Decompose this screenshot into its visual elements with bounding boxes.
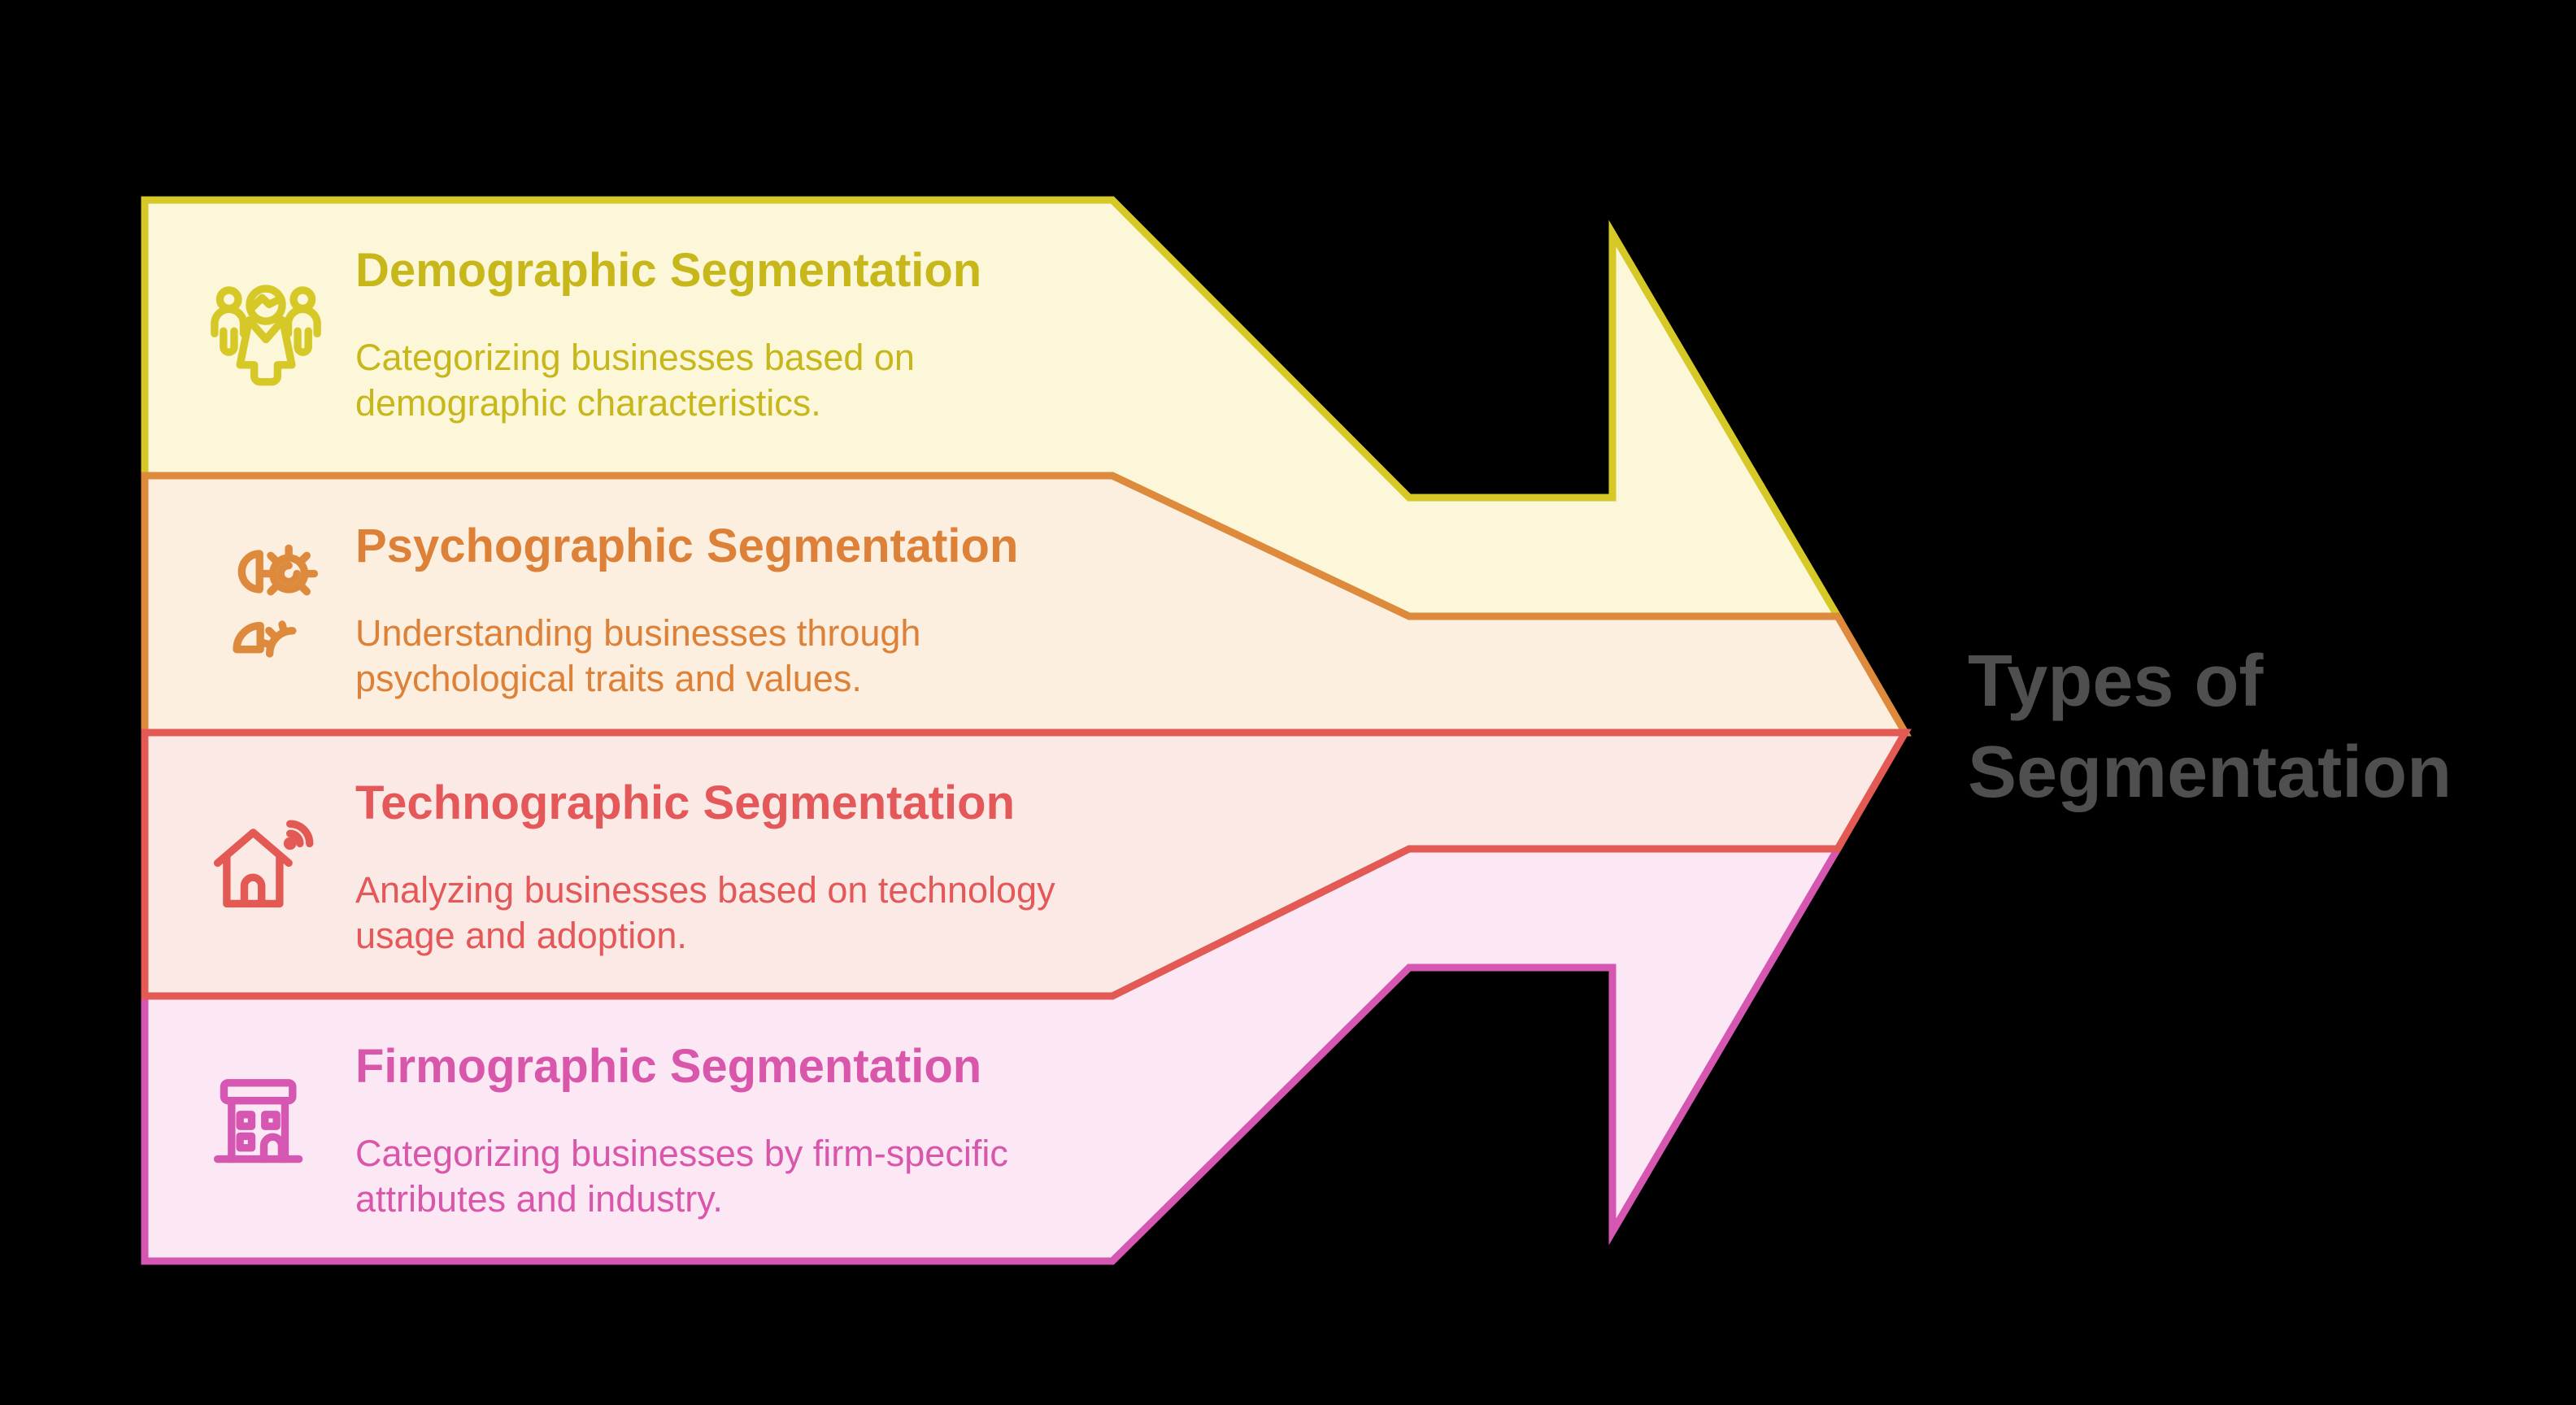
main-title-line1: Types of bbox=[1968, 641, 2264, 722]
smart-home-icon bbox=[205, 803, 327, 925]
building-icon bbox=[205, 1068, 327, 1190]
band-technographic-content: Technographic Segmentation Analyzing bus… bbox=[355, 780, 1087, 959]
band-firmographic-content: Firmographic Segmentation Categorizing b… bbox=[355, 1043, 1087, 1222]
band-description: Categorizing businesses based on demogra… bbox=[355, 337, 915, 424]
band-technographic-shape bbox=[141, 729, 1912, 1000]
head-gears-icon bbox=[205, 543, 327, 665]
band-title: Firmographic Segmentation bbox=[355, 1040, 982, 1093]
band-title: Technographic Segmentation bbox=[355, 776, 1016, 829]
main-title-line2: Segmentation bbox=[1968, 732, 2452, 813]
band-title: Demographic Segmentation bbox=[355, 244, 982, 297]
band-title: Psychographic Segmentation bbox=[355, 520, 1019, 572]
band-description: Analyzing businesses based on technology… bbox=[355, 869, 1055, 956]
band-psychographic-content: Psychographic Segmentation Understanding… bbox=[355, 523, 1087, 702]
band-description: Categorizing businesses by firm-specific… bbox=[355, 1133, 1008, 1220]
people-group-icon bbox=[205, 276, 327, 398]
band-description: Understanding businesses through psychol… bbox=[355, 612, 921, 699]
band-demographic-content: Demographic Segmentation Categorizing bu… bbox=[355, 247, 1087, 426]
main-title: Types of Segmentation bbox=[1968, 636, 2452, 818]
